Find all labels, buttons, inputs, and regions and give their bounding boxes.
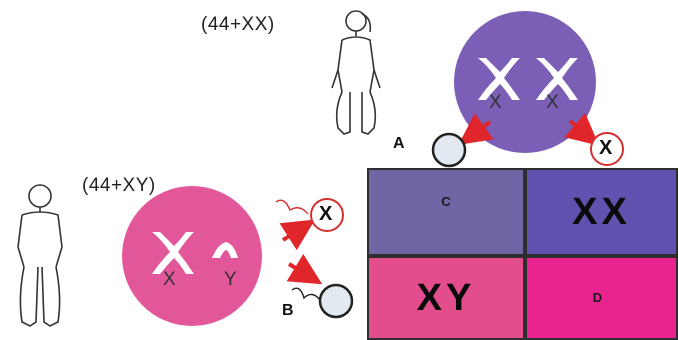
male-chromosome-label-2: Y (224, 269, 237, 290)
female-x-chromosome-1 (478, 58, 520, 100)
male-gamete-b-tail (291, 287, 321, 301)
grid-cell-d: D (525, 256, 678, 340)
female-x-chromosome-2 (536, 58, 578, 100)
arrow-male-b (286, 253, 323, 285)
female-gamete-a (431, 132, 467, 168)
marker-a: A (393, 135, 405, 152)
male-gamete-x (310, 198, 344, 232)
arrow-female-a (458, 113, 494, 146)
female-chromosome-label-1: X (489, 92, 502, 113)
arrow-male-x (279, 219, 316, 251)
arrow-female-x (564, 112, 600, 146)
male-gamete-b (318, 283, 354, 319)
male-gamete-x-tail (275, 199, 309, 215)
male-gamete-x-label: X (319, 203, 333, 225)
grid-cell-xx: XX (525, 168, 678, 256)
male-karyotype-label: (44+XY) (82, 175, 156, 196)
female-chromosome-label-2: X (546, 92, 559, 113)
grid-cell-xy-label: XY (416, 276, 476, 319)
male-x-chromosome (152, 232, 194, 274)
grid-cell-xy: XY (367, 256, 525, 340)
grid-cell-c-label: C (441, 193, 451, 209)
male-figure-icon (17, 184, 63, 327)
male-cell (122, 186, 262, 326)
grid-cell-d-label: D (592, 289, 603, 305)
grid-cell-c: C (367, 168, 525, 256)
female-gamete-x-label: X (599, 137, 613, 159)
grid-cell-xx-label: XX (572, 190, 631, 233)
male-y-chromosome (212, 242, 238, 258)
marker-b: B (282, 302, 294, 319)
female-figure-icon (331, 10, 381, 135)
male-chromosome-label-1: X (163, 269, 176, 290)
female-gamete-x (590, 132, 624, 166)
female-karyotype-label: (44+XX) (201, 14, 275, 35)
